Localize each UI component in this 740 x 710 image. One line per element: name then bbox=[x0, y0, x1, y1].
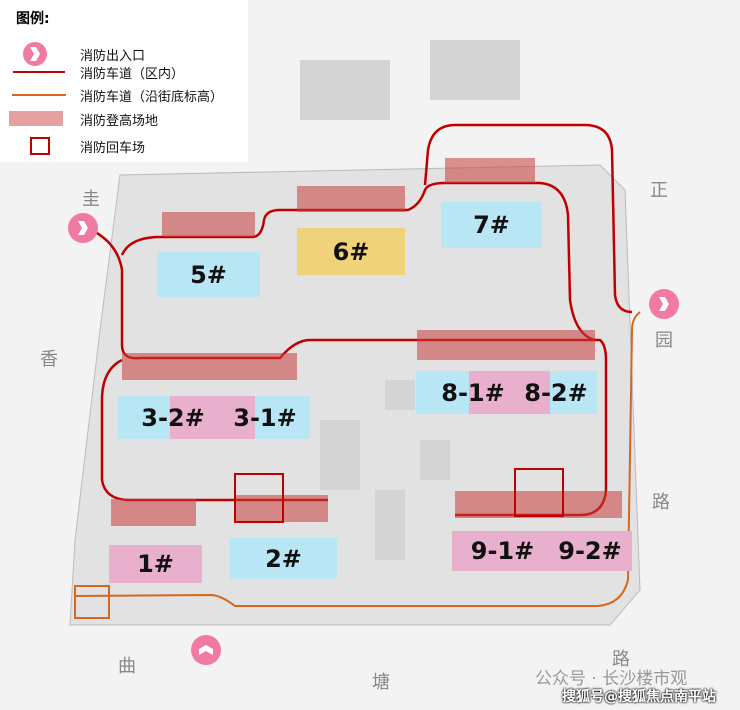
building-3-1: 3-1# bbox=[233, 403, 297, 432]
watermark-wechat: 公众号 · 长沙楼市观 bbox=[535, 669, 688, 689]
climbing-area-1 bbox=[111, 499, 196, 526]
building-3-2: 3-2# bbox=[141, 403, 205, 432]
road-label: 圭 bbox=[82, 189, 100, 210]
building-9-1: 9-1# bbox=[470, 537, 535, 565]
red-line-icon bbox=[13, 71, 65, 73]
building-3-pink-section bbox=[170, 396, 255, 439]
climbing-area-6 bbox=[297, 186, 405, 212]
fire-entrance-icon bbox=[649, 289, 679, 319]
road-label: 曲 bbox=[118, 656, 136, 677]
orange-line-icon bbox=[12, 94, 66, 96]
fire-lane-street bbox=[73, 311, 641, 607]
building-5: 5# bbox=[157, 252, 260, 297]
turnaround-area-street bbox=[74, 585, 110, 619]
legend-label: 消防车道（区内） bbox=[80, 67, 185, 82]
fire-entrance-icon bbox=[191, 635, 221, 665]
turnaround-area bbox=[234, 473, 284, 523]
legend-label: 消防车道（沿街底标高） bbox=[80, 90, 224, 105]
building-8-pink-section bbox=[469, 371, 550, 414]
building-8-1: 8-1# bbox=[441, 378, 505, 407]
fire-lane-internal bbox=[94, 123, 633, 517]
legend-label: 消防回车场 bbox=[80, 141, 146, 156]
climbing-area-9 bbox=[455, 491, 622, 518]
red-square-icon bbox=[30, 137, 50, 155]
road-label: 塘 bbox=[372, 672, 390, 693]
climbing-area-7 bbox=[445, 158, 535, 183]
building-2: 2# bbox=[230, 538, 337, 579]
road-label: 正 bbox=[650, 180, 668, 201]
road-label: 园 bbox=[655, 330, 673, 351]
fire-entrance-icon bbox=[68, 213, 98, 243]
building-1: 1# bbox=[109, 545, 202, 583]
road-label: 路 bbox=[652, 492, 670, 513]
road-label: 路 bbox=[612, 649, 630, 670]
legend-title: 图例: bbox=[16, 11, 50, 27]
building-7: 7# bbox=[441, 202, 542, 248]
legend-label: 消防登高场地 bbox=[80, 114, 159, 129]
building-8-2: 8-2# bbox=[524, 378, 588, 407]
legend: 图例: 消防出入口 消防车道（区内） 消防车道（沿街底标高） 消防登高场地 消防… bbox=[0, 0, 248, 162]
climbing-area-5 bbox=[162, 212, 255, 237]
legend-label: 消防出入口 bbox=[80, 49, 146, 64]
red-area-icon bbox=[9, 111, 63, 126]
climbing-area-8 bbox=[417, 330, 595, 360]
watermark-sohu: 搜狐号@搜狐焦点南平站 bbox=[562, 689, 716, 705]
building-9-2: 9-2# bbox=[558, 537, 622, 565]
fire-entrance-icon bbox=[23, 42, 47, 66]
climbing-area-3 bbox=[122, 353, 297, 380]
road-label: 香 bbox=[40, 349, 58, 370]
building-6: 6# bbox=[297, 228, 405, 275]
building-9 bbox=[452, 531, 632, 571]
turnaround-area bbox=[514, 468, 564, 517]
